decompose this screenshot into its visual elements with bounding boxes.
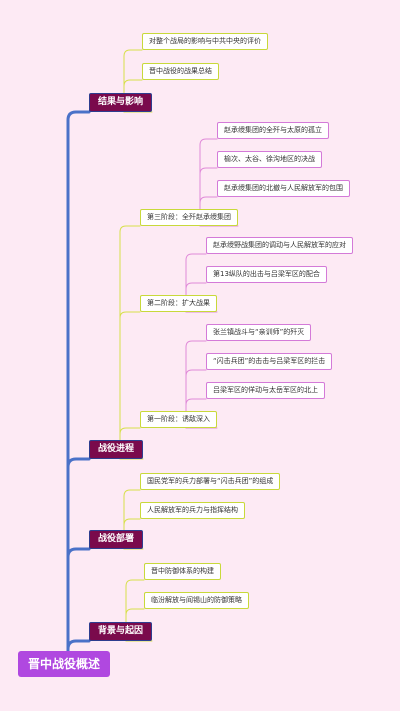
stage2-elbow-0 (185, 253, 207, 261)
background-elbow-1 (125, 608, 145, 616)
branch-process[interactable]: 战役进程 (89, 440, 144, 459)
stage2-elbow-1 (185, 282, 207, 290)
stage3-item-1[interactable]: 赵承绶集团的全歼与太原的孤立 (217, 122, 329, 139)
background-item-1[interactable]: 晋中防御体系的构建 (144, 563, 221, 580)
stage1-node[interactable]: 第一阶段：诱敌深入 (140, 411, 217, 428)
spine-to-branch-deploy (66, 547, 91, 559)
result-item-2[interactable]: 晋中战役的战果总结 (142, 63, 219, 80)
stage2-item-2[interactable]: 第13纵队的出击与吕梁军区的配合 (206, 266, 327, 283)
spine-to-branch-process (66, 457, 91, 469)
deploy-trunk (123, 495, 144, 550)
stage2-trunk (185, 259, 218, 313)
result-item-1[interactable]: 对整个战局的影响与中共中央的评价 (142, 33, 268, 50)
deploy-item-2[interactable]: 人民解放军的兵力与指挥结构 (140, 502, 245, 519)
stage1-elbow-2 (185, 398, 207, 406)
branch-background[interactable]: 背景与起因 (89, 622, 153, 641)
stage3-elbow-2 (199, 196, 218, 204)
stage3-elbow-1 (199, 167, 218, 175)
deploy-item-1[interactable]: 国民党军的兵力部署与“闪击兵团”的组成 (140, 473, 281, 490)
branch-result[interactable]: 结果与影响 (89, 93, 153, 112)
stage3-node[interactable]: 第三阶段：全歼赵承绶集团 (140, 209, 238, 226)
deploy-elbow-0 (123, 489, 141, 497)
result-trunk (123, 55, 153, 113)
process-elbow-1 (119, 311, 141, 319)
process-elbow-0 (119, 225, 141, 233)
stage1-elbow-1 (185, 369, 207, 377)
result-elbow-0 (123, 49, 143, 57)
background-trunk (125, 585, 153, 642)
background-item-2[interactable]: 临汾解放与阎锡山的防御策略 (144, 592, 249, 609)
stage3-item-2[interactable]: 榆次、太谷、徐沟地区的决战 (217, 151, 322, 168)
branch-deploy[interactable]: 战役部署 (89, 530, 144, 549)
stage2-item-1[interactable]: 赵承绶野战集团的调动与人民解放军的应对 (206, 237, 353, 254)
stage3-elbow-0 (199, 138, 218, 146)
stage2-node[interactable]: 第二阶段：扩大战果 (140, 295, 217, 312)
stage3-item-3[interactable]: 赵承绶集团的北撤与人民解放军的包围 (217, 180, 350, 197)
stage1-elbow-0 (185, 340, 207, 348)
stage1-item-2[interactable]: “闪击兵团”的击击与吕梁军区的拦击 (206, 353, 333, 370)
deploy-elbow-1 (123, 518, 141, 526)
spine-to-branch-background (66, 639, 91, 651)
root-node[interactable]: 晋中战役概述 (18, 651, 111, 677)
background-elbow-0 (125, 579, 145, 587)
stage1-item-1[interactable]: 张兰镇战斗与“亲训师”的歼灭 (206, 324, 312, 341)
process-elbow-2 (119, 427, 141, 435)
stage1-item-3[interactable]: 吕梁军区的佯动与太岳军区的北上 (206, 382, 325, 399)
process-trunk (119, 231, 144, 460)
spine-line (66, 110, 91, 653)
result-elbow-1 (123, 79, 143, 87)
